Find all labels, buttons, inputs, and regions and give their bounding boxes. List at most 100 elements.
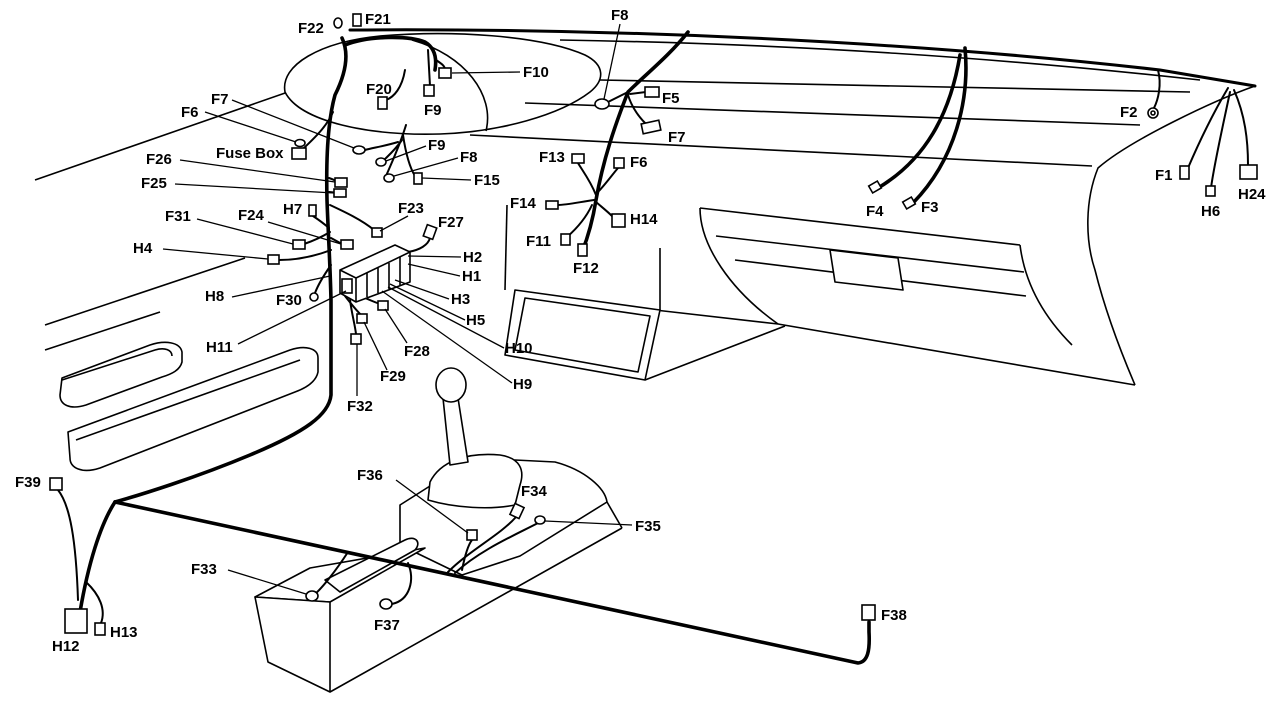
wire-f9-upper [427, 49, 431, 87]
front-block-face [254, 596, 331, 693]
leader-h5 [389, 283, 466, 321]
label-f24: F24 [238, 207, 265, 224]
console-side-bottom [329, 527, 623, 693]
harness-left-drop [78, 500, 117, 614]
label-f14: F14 [510, 195, 537, 212]
label-f7-right: F7 [668, 129, 686, 146]
connector-f6-right [613, 157, 625, 169]
connectors [49, 13, 1258, 636]
wire-f15 [402, 134, 416, 177]
label-f11: F11 [526, 233, 551, 250]
label-f22: F22 [298, 20, 324, 37]
connector-f2-inner [1150, 110, 1156, 116]
label-f39: F39 [15, 474, 41, 491]
harness-cluster-arc [343, 35, 438, 72]
label-h9: H9 [513, 376, 532, 393]
label-f3: F3 [921, 199, 939, 216]
leader-f23 [379, 215, 409, 232]
wire-f8-top [607, 91, 629, 103]
connector-f1 [1179, 165, 1190, 180]
label-f31: F31 [165, 208, 191, 225]
label-f37: F37 [374, 617, 400, 634]
glove-box-top-line [699, 207, 1021, 246]
harness-branch-h24 [1233, 89, 1249, 166]
dash-bottom-line [654, 309, 1136, 386]
label-h3: H3 [451, 291, 470, 308]
harness-floor-run [113, 500, 872, 665]
connector-f24 [340, 239, 354, 250]
wire-f34 [447, 516, 517, 573]
leader-f10 [451, 71, 521, 74]
connector-f11 [560, 233, 571, 246]
leader-f15 [421, 177, 472, 181]
wire-f35 [454, 522, 539, 574]
label-f28: F28 [404, 343, 430, 360]
label-h11: H11 [206, 339, 233, 356]
wire-h14 [595, 201, 613, 217]
door-panel [44, 257, 319, 472]
label-f6-left: F6 [181, 104, 199, 121]
wire-fuse-box [303, 111, 334, 149]
label-f2: F2 [1120, 104, 1138, 121]
connector-f12 [577, 243, 588, 257]
leader-h2 [407, 255, 462, 258]
connector-f7-left [352, 145, 366, 155]
leader-f9-middle [385, 145, 427, 162]
shifter-boot [427, 453, 523, 509]
label-h4: H4 [133, 240, 153, 257]
label-f25: F25 [141, 175, 167, 192]
connector-f34 [508, 502, 526, 520]
connector-f13 [571, 153, 585, 164]
wire-f13 [577, 162, 597, 196]
label-f9-upper: F9 [424, 102, 442, 119]
door-armrest-pocket-edge [75, 359, 301, 441]
label-h7: H7 [283, 201, 302, 218]
relay-block-body [339, 244, 411, 303]
wire-f6-right [596, 167, 619, 194]
connector-f25 [333, 188, 347, 198]
door-top-line [44, 257, 246, 326]
label-f32: F32 [347, 398, 373, 415]
center-stack-left-edge [504, 204, 508, 291]
label-f34: F34 [521, 483, 548, 500]
glove-box-left-edge [699, 207, 779, 325]
harness-branch-f3 [911, 46, 968, 205]
lower-cubby-outer [504, 289, 661, 381]
wire-f7-left [364, 141, 399, 151]
lower-dash-edge [644, 325, 786, 381]
connector-f28 [377, 300, 389, 311]
connector-h24 [1239, 164, 1258, 180]
leader-f25 [174, 183, 335, 194]
relay-block-slats [366, 257, 401, 297]
leader-h4 [162, 248, 269, 260]
label-f8-middle: F8 [460, 149, 478, 166]
fuse-box-label: Fuse Box [216, 145, 284, 162]
leader-f31 [196, 218, 294, 245]
connector-h14 [611, 213, 626, 228]
harness-main-trunk [113, 36, 348, 504]
connector-f31 [292, 239, 306, 250]
connector-f22 [333, 17, 343, 29]
leader-f6-left [204, 111, 297, 143]
wire-f37 [391, 562, 412, 605]
label-f1: F1 [1155, 167, 1173, 184]
leader-f7-left [231, 99, 355, 149]
label-f10: F10 [523, 64, 549, 81]
connector-f14 [545, 200, 559, 210]
dashboard-outline [34, 28, 1257, 386]
leader-f36 [395, 479, 469, 534]
leader-h10 [387, 286, 505, 349]
main-harness [78, 30, 1249, 665]
label-h5: H5 [466, 312, 485, 329]
label-f20: F20 [366, 81, 392, 98]
wire-f14 [557, 199, 595, 206]
connector-h7 [308, 204, 317, 217]
label-f5: F5 [662, 90, 680, 107]
glove-box-right-edge [1019, 244, 1073, 346]
wire-f23 [329, 204, 375, 231]
label-h1: H1 [462, 268, 481, 285]
dash-right-edge [1087, 85, 1256, 386]
door-line-2 [44, 311, 161, 351]
connector-f21 [352, 13, 362, 27]
wire-h4 [278, 249, 332, 261]
